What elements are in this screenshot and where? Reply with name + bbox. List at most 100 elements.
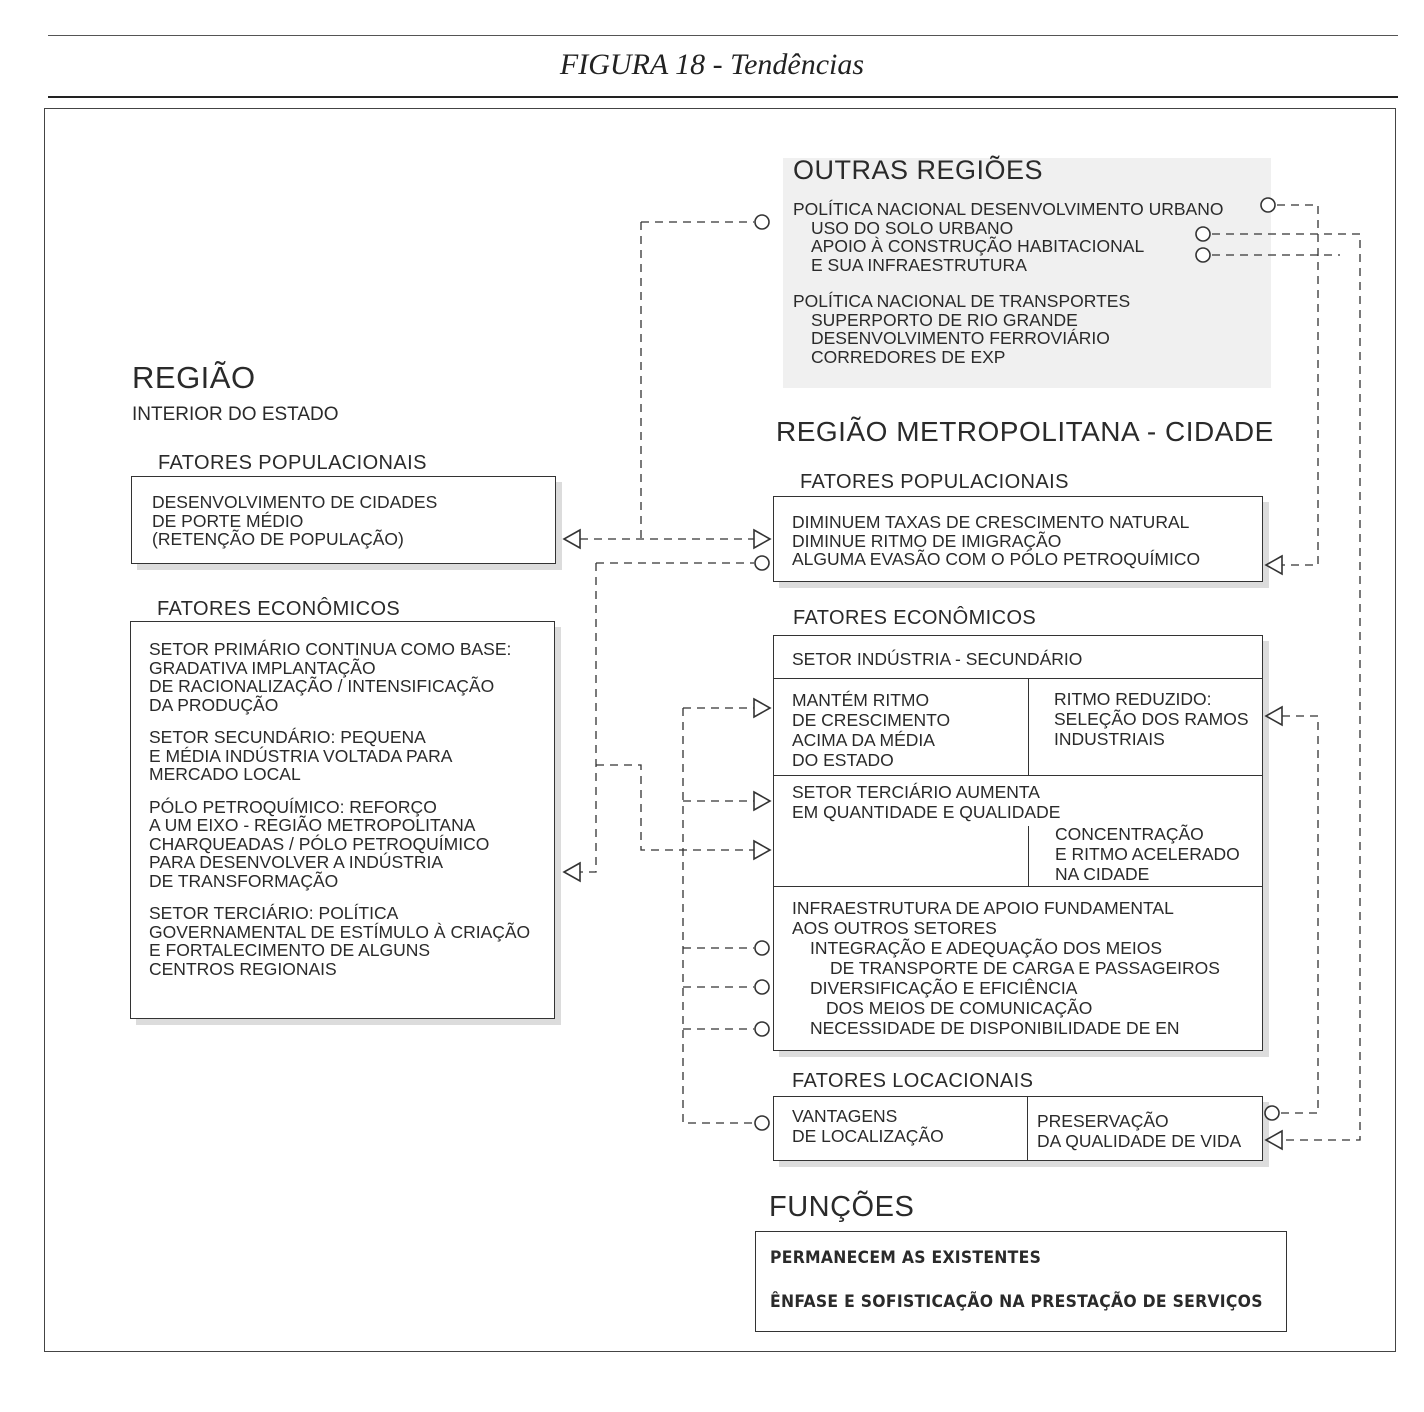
industria-right-line: SELEÇÃO DOS RAMOS xyxy=(1054,709,1249,729)
outras-line: E SUA INFRAESTRUTURA xyxy=(811,254,1027,275)
title-underline xyxy=(48,96,1398,98)
terciario-right-line: NA CIDADE xyxy=(1055,864,1150,884)
infra-line: INTEGRAÇÃO E ADEQUAÇÃO DOS MEIOS xyxy=(810,938,1163,958)
metro-pop-line: DIMINUEM TAXAS DE CRESCIMENTO NATURAL xyxy=(792,512,1190,532)
metropolitana-title: REGIÃO METROPOLITANA - CIDADE xyxy=(776,416,1274,447)
outras-line: APOIO À CONSTRUÇÃO HABITACIONAL xyxy=(811,236,1145,256)
outras-line: POLÍTICA NACIONAL DESENVOLVIMENTO URBANO xyxy=(793,199,1224,219)
terciario-right: CONCENTRAÇÃO E RITMO ACELERADO NA CIDADE xyxy=(1055,824,1240,884)
arrow-left-head xyxy=(1264,554,1283,576)
industria-divider xyxy=(774,678,1262,679)
top-rule xyxy=(48,35,1398,36)
link-circle-node xyxy=(754,940,770,956)
arrow-left-head xyxy=(562,861,581,883)
arrow-left-head xyxy=(562,528,581,550)
link-circle-node xyxy=(754,1021,770,1037)
metro-loc-box: VANTAGENS DE LOCALIZAÇÃO PRESERVAÇÃO DA … xyxy=(773,1096,1263,1161)
industria-right-line: RITMO REDUZIDO: xyxy=(1054,689,1212,709)
terciario-right-line: CONCENTRAÇÃO xyxy=(1055,824,1204,844)
regiao-pop-line: DE PORTE MÉDIO xyxy=(152,510,304,531)
figure-frame xyxy=(44,108,1396,1352)
outras-line: CORREDORES DE EXP xyxy=(811,346,1006,367)
infra-line: DE TRANSPORTE DE CARGA E PASSAGEIROS xyxy=(830,958,1220,978)
regiao-eco-line: DE TRANSFORMAÇÃO xyxy=(149,870,339,891)
funcao-item: ÊNFASE E SOFISTICAÇÃO NA PRESTAÇÃO DE SE… xyxy=(770,1292,1263,1312)
link-to-terciario-concentracao xyxy=(596,764,754,851)
outras-regioes-panel xyxy=(783,158,1271,388)
industria-right-line: INDUSTRIAIS xyxy=(1054,729,1165,749)
outras-regioes-title: OUTRAS REGIÕES xyxy=(793,155,1044,185)
regiao-eco-line: DA PRODUÇÃO xyxy=(149,694,279,715)
regiao-eco-line: A UM EIXO - REGIÃO METROPOLITANA xyxy=(149,815,476,835)
link-circle-node xyxy=(754,1115,770,1131)
metro-pop-line: DIMINUE RITMO DE IMIGRAÇÃO xyxy=(792,530,1062,551)
regiao-subtitle: INTERIOR DO ESTADO xyxy=(132,404,339,425)
funcoes-title: FUNÇÕES xyxy=(769,1191,915,1223)
infra-line: DIVERSIFICAÇÃO E EFICIÊNCIA xyxy=(810,978,1078,998)
link-circle-node xyxy=(1264,1105,1280,1121)
terciario-right-line: E RITMO ACELERADO xyxy=(1055,844,1240,864)
arrow-right-head xyxy=(753,839,772,861)
funcoes-box: PERMANECEM AS EXISTENTES ÊNFASE E SOFIST… xyxy=(755,1231,1287,1332)
infra-line: DOS MEIOS DE COMUNICAÇÃO xyxy=(826,998,1093,1018)
regiao-eco-line: MERCADO LOCAL xyxy=(149,764,301,784)
arrow-right-head xyxy=(753,697,772,719)
regiao-pop-box: DESENVOLVIMENTO DE CIDADES DE PORTE MÉDI… xyxy=(131,476,556,564)
infraestrutura-text: INFRAESTRUTURA DE APOIO FUNDAMENTAL AOS … xyxy=(792,898,1220,1038)
industria-header: SETOR INDÚSTRIA - SECUNDÁRIO xyxy=(792,649,1083,669)
link-circle-node xyxy=(754,214,770,230)
regiao-eco-line: GRADATIVA IMPLANTAÇÃO xyxy=(149,657,376,678)
loc-left-line: DE LOCALIZAÇÃO xyxy=(792,1126,944,1146)
regiao-title: REGIÃO xyxy=(132,360,256,395)
regiao-eco-line: GOVERNAMENTAL DE ESTÍMULO À CRIAÇÃO xyxy=(149,921,531,942)
metro-pop-title: FATORES POPULACIONAIS xyxy=(800,471,1069,493)
terciario-column-divider xyxy=(1028,826,1029,886)
regiao-eco-line: DE RACIONALIZAÇÃO / INTENSIFICAÇÃO xyxy=(149,676,495,696)
arrow-right-head xyxy=(753,790,772,812)
regiao-eco-box: SETOR PRIMÁRIO CONTINUA COMO BASE: GRADA… xyxy=(130,621,555,1019)
link-evasao-to-economicos xyxy=(580,563,597,873)
regiao-eco-line: PÓLO PETROQUÍMICO: REFORÇO xyxy=(149,796,437,817)
regiao-eco-line: E FORTALECIMENTO DE ALGUNS xyxy=(149,940,431,960)
link-ramos-to-locacionais xyxy=(1280,715,1319,1114)
outras-regioes-list: POLÍTICA NACIONAL DESENVOLVIMENTO URBANO… xyxy=(793,200,1223,366)
metro-pop-line: ALGUMA EVASÃO COM O PÓLO PETROQUÍMICO xyxy=(792,549,1201,569)
regiao-eco-line: E MÉDIA INDÚSTRIA VOLTADA PARA xyxy=(149,745,453,766)
regiao-eco-line: CENTROS REGIONAIS xyxy=(149,958,337,979)
outras-line: SUPERPORTO DE RIO GRANDE xyxy=(811,309,1078,330)
terciario-divider xyxy=(774,775,1262,776)
infra-divider xyxy=(774,886,1262,887)
industria-left: MANTÉM RITMO DE CRESCIMENTO ACIMA DA MÉD… xyxy=(792,690,950,770)
regiao-eco-title: FATORES ECONÔMICOS xyxy=(157,598,401,620)
outras-line: POLÍTICA NACIONAL DE TRANSPORTES xyxy=(793,291,1131,311)
loc-left: VANTAGENS DE LOCALIZAÇÃO xyxy=(792,1106,944,1146)
regiao-eco-line: SETOR SECUNDÁRIO: PEQUENA xyxy=(149,727,426,747)
outras-line: DESENVOLVIMENTO FERROVIÁRIO xyxy=(811,328,1110,348)
regiao-eco-line: SETOR PRIMÁRIO CONTINUA COMO BASE: xyxy=(149,639,512,659)
regiao-eco-line: SETOR TERCIÁRIO: POLÍTICA xyxy=(149,903,399,923)
outras-line: USO DO SOLO URBANO xyxy=(811,217,1014,238)
infra-line: INFRAESTRUTURA DE APOIO FUNDAMENTAL xyxy=(792,898,1174,918)
loc-right-line: DA QUALIDADE DE VIDA xyxy=(1037,1131,1242,1151)
industria-column-divider xyxy=(1028,678,1029,775)
arrow-left-head xyxy=(1264,705,1283,727)
loc-left-line: VANTAGENS xyxy=(792,1106,898,1126)
loc-right-line: PRESERVAÇÃO xyxy=(1037,1111,1169,1131)
terciario-text: SETOR TERCIÁRIO AUMENTA EM QUANTIDADE E … xyxy=(792,782,1060,822)
regiao-pop-line: DESENVOLVIMENTO DE CIDADES xyxy=(152,492,438,512)
link-urbano-to-qualidade xyxy=(1212,233,1361,1141)
industria-right: RITMO REDUZIDO: SELEÇÃO DOS RAMOS INDUST… xyxy=(1054,689,1249,749)
funcao-item: PERMANECEM AS EXISTENTES xyxy=(770,1248,1042,1268)
link-circle-node xyxy=(754,979,770,995)
industria-left-line: ACIMA DA MÉDIA xyxy=(792,730,935,750)
terciario-line: SETOR TERCIÁRIO AUMENTA xyxy=(792,782,1040,802)
link-left-spine xyxy=(682,708,754,1124)
metro-eco-title: FATORES ECONÔMICOS xyxy=(793,607,1037,629)
terciario-line: EM QUANTIDADE E QUALIDADE xyxy=(792,802,1061,822)
industria-left-line: MANTÉM RITMO xyxy=(792,690,930,710)
link-circle-node xyxy=(1195,247,1211,263)
regiao-pop-line: (RETENÇÃO DE POPULAÇÃO) xyxy=(152,529,404,549)
regiao-eco-line: PARA DESENVOLVER A INDÚSTRIA xyxy=(149,852,444,872)
industria-left-line: DO ESTADO xyxy=(792,750,894,770)
